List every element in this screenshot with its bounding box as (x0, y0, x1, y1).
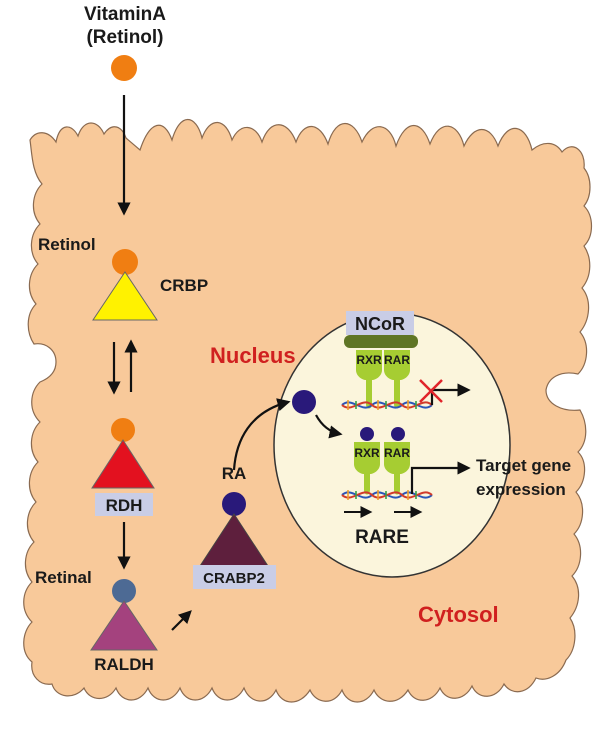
target-gene-label-line-1: Target gene (476, 456, 571, 475)
retinal-ball (112, 579, 136, 603)
title-line-2: (Retinol) (86, 27, 163, 48)
rdh-protein (91, 439, 155, 489)
ncor-label-box (346, 311, 414, 335)
crbp-label: CRBP (160, 276, 208, 295)
nucleus-label: Nucleus (210, 343, 296, 368)
dna-base-pairs-active (347, 490, 417, 500)
rdh-label-box (95, 493, 153, 516)
vitamin-a-ball (111, 55, 137, 81)
rxr-label-repressed: RXR (356, 353, 382, 367)
rar-label-active: RAR (384, 446, 410, 460)
ncor-corepressor (344, 335, 418, 348)
rar-receptor-repressed (384, 350, 410, 409)
rxr-receptor-active (354, 442, 380, 495)
ra-binding-arrow (315, 414, 343, 439)
rxr-label-active: RXR (354, 446, 380, 460)
active-transcription-arrow (410, 461, 471, 494)
ra-transport-arrow (232, 398, 291, 471)
ra-ball-rxr (360, 427, 374, 441)
ncor-label: NCoR (355, 314, 405, 334)
crabp2-label-box (193, 565, 276, 589)
retinol-label: Retinol (38, 235, 96, 254)
repression-x-icon (419, 379, 443, 403)
rxr-receptor-repressed (356, 350, 382, 409)
raldh-to-crabp2-arrow (171, 610, 192, 631)
raldh-protein (90, 600, 158, 651)
cytosol-label: Cytosol (418, 602, 499, 627)
rare-label: RARE (355, 527, 409, 548)
retinal-label: Retinal (35, 568, 92, 587)
dna-strand-b-repressed (341, 401, 433, 409)
rar-receptor-active (384, 442, 410, 495)
rdh-label: RDH (106, 496, 143, 515)
raldh-label: RALDH (94, 655, 154, 674)
crbp-protein (92, 271, 158, 321)
title-line-1: VitaminA (84, 4, 166, 25)
ra-ball-crabp2 (222, 492, 246, 516)
ra-ball-nucleus (292, 390, 316, 414)
ra-label: RA (222, 464, 247, 483)
dna-strand-b-active (341, 491, 433, 499)
crabp2-label: CRABP2 (203, 570, 265, 587)
dna-base-pairs-repressed (347, 400, 417, 410)
ra-ball-rar (391, 427, 405, 441)
retinol-ball (112, 249, 138, 275)
target-gene-label-line-2: expression (476, 480, 566, 499)
retinol-ball-rdh (111, 418, 135, 442)
rar-label-repressed: RAR (384, 353, 410, 367)
